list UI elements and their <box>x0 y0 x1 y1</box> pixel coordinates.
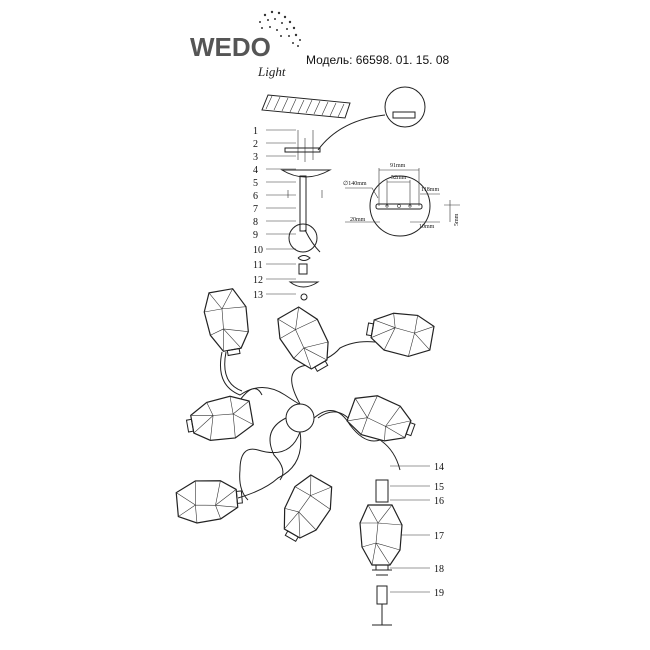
bottom-hardware <box>372 479 392 626</box>
mounting-bracket-detail: ∅140mm 91mm 52mm 118mm 20mm 10mm 5mm <box>343 163 460 237</box>
part-number-5: 5 <box>253 178 258 189</box>
brand-logo: WEDO Light <box>190 10 301 79</box>
logo-subtext: Light <box>257 64 286 79</box>
part-number-11: 11 <box>253 260 263 271</box>
part-number-15: 15 <box>434 482 444 493</box>
dim-5: 5mm <box>454 213 460 226</box>
model-label: Модель: 66598. 01. 15. 08 <box>306 53 449 67</box>
ceiling-hatch <box>261 94 351 119</box>
glass-shade <box>283 474 333 542</box>
part-number-17: 17 <box>434 531 444 542</box>
dim-20: 20mm <box>350 217 366 223</box>
mounting-hardware <box>280 130 332 301</box>
part-number-9: 9 <box>253 230 258 241</box>
detail-leader <box>317 114 386 151</box>
glass-shade <box>346 395 416 442</box>
dim-118: 118mm <box>421 187 439 193</box>
part-number-4: 4 <box>253 165 258 176</box>
detail-bubble-small <box>384 86 426 128</box>
glass-shade <box>203 288 249 357</box>
shades-group <box>175 288 435 571</box>
dim-91: 91mm <box>390 163 406 169</box>
dim-10: 10mm <box>419 224 435 230</box>
part-number-6: 6 <box>253 191 258 202</box>
part-number-19: 19 <box>434 588 444 599</box>
part-number-16: 16 <box>434 496 444 507</box>
glass-shade <box>277 306 329 372</box>
glass-shade <box>365 312 435 358</box>
dim-diameter: ∅140mm <box>343 180 367 187</box>
logo-text: WEDO <box>190 32 271 62</box>
part-number-14: 14 <box>434 462 444 473</box>
part-number-10: 10 <box>253 245 263 256</box>
part-number-7: 7 <box>253 204 258 215</box>
logo-swirl <box>259 10 301 47</box>
glass-shade <box>359 504 403 571</box>
glass-shade <box>175 480 243 524</box>
dim-52: 52mm <box>391 175 407 181</box>
glass-shade <box>185 395 254 441</box>
part-number-1: 1 <box>253 126 258 137</box>
part-number-2: 2 <box>253 139 258 150</box>
part-number-13: 13 <box>253 290 263 301</box>
part-number-12: 12 <box>253 275 263 286</box>
part-number-18: 18 <box>434 564 444 575</box>
part-number-8: 8 <box>253 217 258 228</box>
bracket-small <box>392 111 416 119</box>
part-number-3: 3 <box>253 152 258 163</box>
